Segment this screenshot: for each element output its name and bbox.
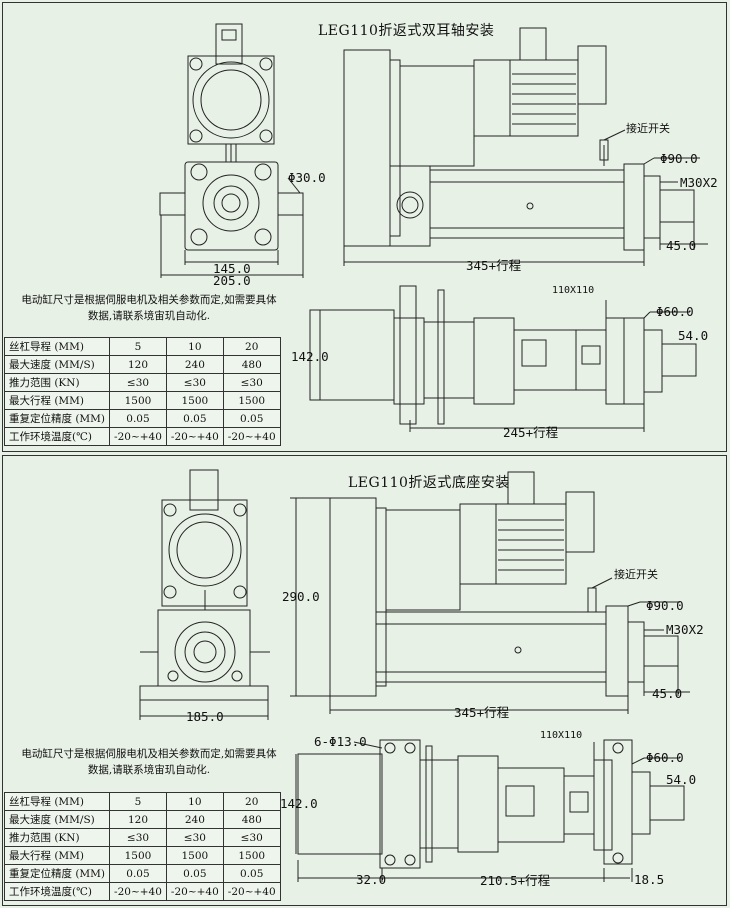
table-row: 推力范围 (KN) ≤30 ≤30 ≤30 [3, 828, 281, 847]
label-proximity-switch: 接近开关 [614, 568, 658, 581]
dim-side-diameter-90: Φ90.0 [660, 151, 698, 166]
dim-top-height: 142.0 [280, 796, 318, 811]
table-row: 最大行程 (MM) 1500 1500 1500 [3, 391, 281, 410]
dim-side-thread: M30X2 [680, 175, 718, 190]
table-row: 最大速度 (MM/S) 120 240 480 [3, 810, 281, 829]
label-proximity-switch: 接近开关 [626, 122, 670, 135]
note-line-1: 电动缸尺寸是根据伺服电机及相关参数而定,如需要具体 [21, 748, 277, 760]
dim-top-54: 54.0 [666, 772, 697, 787]
section2-note: 电动缸尺寸是根据伺服电机及相关参数而定,如需要具体 数据,请联系境宙玑自动化. [18, 746, 280, 778]
dim-front-outer-width: 205.0 [213, 273, 251, 288]
dim-front-width: 185.0 [186, 709, 224, 724]
drawing-section1 [159, 23, 708, 432]
table-row: 最大速度 (MM/S) 120 240 480 [3, 355, 281, 374]
front-view-ear-shaft [159, 23, 304, 278]
table-row: 重复定位精度 (MM) 0.05 0.05 0.05 [3, 409, 281, 428]
side-view-ear-shaft [343, 27, 708, 266]
dim-top-length: 245+行程 [503, 425, 559, 440]
top-view-ear-shaft [309, 285, 697, 432]
table-row: 最大行程 (MM) 1500 1500 1500 [3, 846, 281, 865]
spec-table-section1: 丝杠导程 (MM) 5 10 20 最大速度 (MM/S) 120 240 48… [3, 337, 281, 446]
dim-side-length: 345+行程 [466, 258, 522, 273]
dim-motor-flange: 110X110 [540, 730, 583, 741]
section-ear-shaft-mount [2, 2, 727, 452]
section1-title: LEG110折返式双耳轴安装 [318, 23, 495, 39]
table-row: 丝杠导程 (MM) 5 10 20 [3, 337, 281, 356]
dim-top-length: 210.5+行程 [480, 873, 551, 888]
dim-side-thread: M30X2 [666, 622, 704, 637]
section-base-mount [2, 455, 727, 906]
section1-note: 电动缸尺寸是根据伺服电机及相关参数而定,如需要具体 数据,请联系境宙玑自动化. [18, 292, 280, 324]
table-row: 工作环境温度(℃) -20~+40 -20~+40 -20~+40 [3, 882, 281, 901]
dim-side-length: 345+行程 [454, 705, 510, 720]
dim-side-45: 45.0 [652, 686, 683, 701]
dim-motor-flange: 110X110 [552, 285, 595, 296]
dim-top-54: 54.0 [678, 328, 709, 343]
dim-side-45: 45.0 [666, 238, 697, 253]
spec-table-section2: 丝杠导程 (MM) 5 10 20 最大速度 (MM/S) 120 240 48… [3, 792, 281, 901]
dim-top-diameter-60: Φ60.0 [656, 304, 694, 319]
table-row: 工作环境温度(℃) -20~+40 -20~+40 -20~+40 [3, 427, 281, 446]
dim-shaft-diameter: Φ30.0 [288, 170, 326, 185]
dim-mounting-holes: 6-Φ13.0 [314, 734, 367, 749]
dim-top-height: 142.0 [291, 349, 329, 364]
note-line-2: 数据,请联系境宙玑自动化. [87, 764, 211, 776]
dim-top-32: 32.0 [356, 872, 387, 887]
note-line-2: 数据,请联系境宙玑自动化. [87, 310, 211, 322]
table-row: 丝杠导程 (MM) 5 10 20 [3, 792, 281, 811]
table-row: 重复定位精度 (MM) 0.05 0.05 0.05 [3, 864, 281, 883]
dim-side-diameter-90: Φ90.0 [646, 598, 684, 613]
dim-front-inner-width: 145.0 [213, 261, 251, 276]
note-line-1: 电动缸尺寸是根据伺服电机及相关参数而定,如需要具体 [21, 294, 277, 306]
table-row: 推力范围 (KN) ≤30 ≤30 ≤30 [3, 373, 281, 392]
dim-side-height: 290.0 [282, 589, 320, 604]
dim-top-diameter-60: Φ60.0 [646, 750, 684, 765]
section2-title: LEG110折返式底座安装 [348, 475, 510, 491]
dim-top-18: 18.5 [634, 872, 665, 887]
